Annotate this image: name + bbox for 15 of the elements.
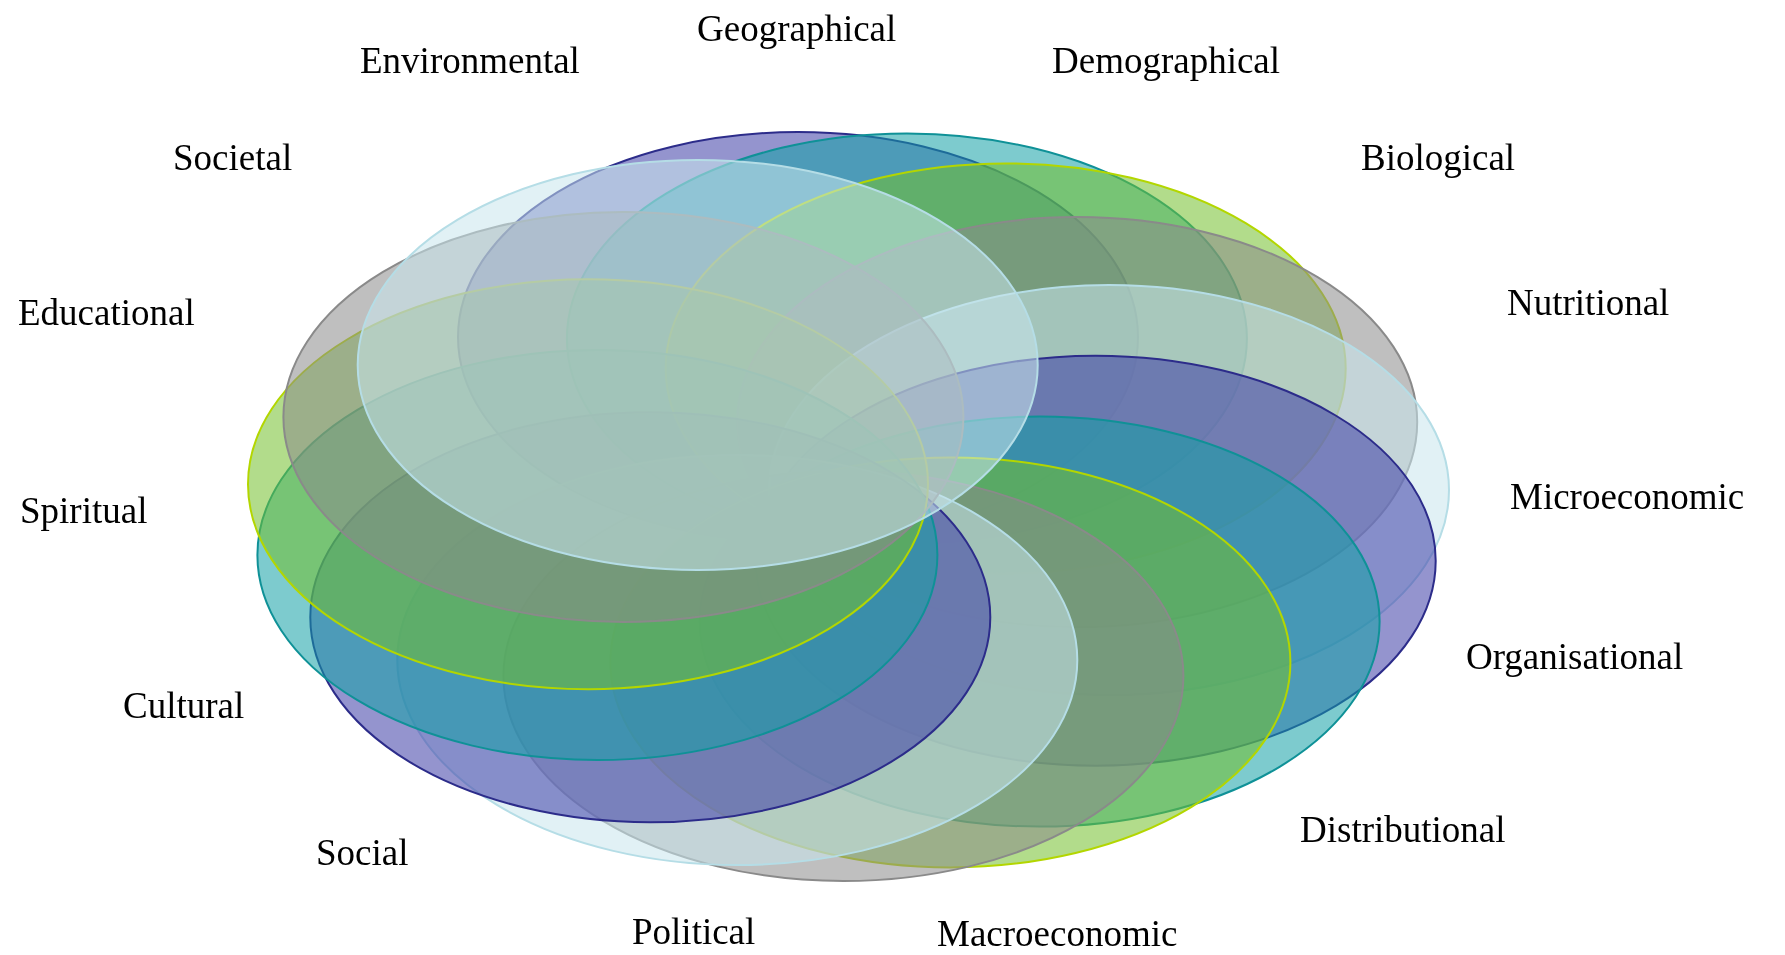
factor-label: Social [316,833,409,874]
factor-label: Environmental [360,41,580,82]
factor-label: Educational [18,293,195,334]
factor-label: Nutritional [1507,283,1670,324]
factor-label: Demographical [1052,41,1281,82]
factor-label: Microeconomic [1510,477,1745,518]
factor-label: Political [632,912,756,953]
factor-label: Societal [173,138,293,179]
factor-label: Spiritual [20,491,148,532]
factor-label: Distributional [1300,810,1506,851]
factor-label: Biological [1361,138,1516,179]
factor-label: Geographical [697,9,897,50]
factor-label: Organisational [1466,637,1684,678]
factor-label: Cultural [123,686,245,727]
factor-label: Macroeconomic [937,914,1178,955]
